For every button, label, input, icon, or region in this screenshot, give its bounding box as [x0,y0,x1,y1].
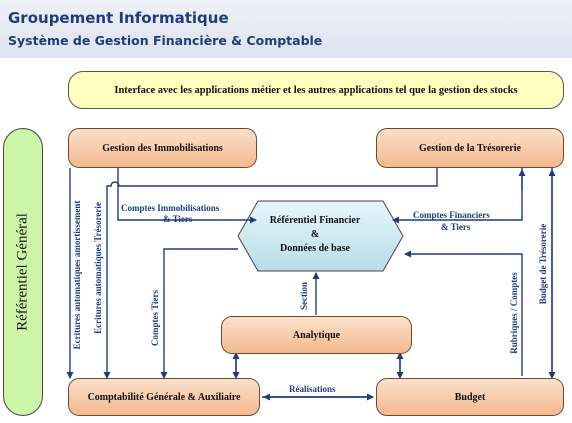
label-budget-tresorerie: Budget de Trésorerie [538,223,548,305]
node-comptabilite: Comptabilité Générale & Auxiliaire [68,378,260,416]
referentiel-general-panel: Référentiel Général [3,128,43,416]
referentiel-line-2: & [310,229,320,240]
node-gestion-tresorerie: Gestion de la Trésorerie [376,128,564,168]
label-comptes-financiers: Comptes Financiers [413,210,490,220]
node-gestion-immobilisations: Gestion des Immobilisations [68,128,257,168]
referentiel-financier-hexagon [237,200,404,272]
arrow-rubriques-comptes [404,250,523,376]
label-comptes-immobilisations: Comptes Immobilisations [121,203,220,213]
label-comptes-tiers: Comptes Tiers [150,290,160,346]
header-banner: Groupement Informatique Système de Gesti… [0,0,572,58]
app-title: Groupement Informatique [8,9,229,27]
label-section: Section [299,282,309,310]
referentiel-line-3: Données de base [279,243,350,254]
app-subtitle: Système de Gestion Financière & Comptabl… [8,33,323,48]
arrow-comptes-tiers [160,248,238,379]
label-ecritures-amortissement: Ecritures automatiques amortissement [72,200,82,350]
label-comptes-immobilisations-tiers: & Tiers [163,214,193,224]
node-analytique: Analytique [221,316,412,354]
label-rubriques-comptes: Rubriques / Comptes [509,272,519,354]
label-realisations: Réalisations [289,384,336,394]
node-budget: Budget [376,378,564,416]
arrow-comptes-immobilisations [117,168,257,224]
referentiel-line-1: Référentiel Financier [269,215,361,226]
label-ecritures-tresorerie: Ecritures automatiques Trésorerie [93,202,103,334]
label-comptes-financiers-tiers: & Tiers [441,222,471,232]
interface-box: Interface avec les applications métier e… [68,71,564,109]
arrow-ecritures-tresorerie [103,168,438,379]
referentiel-financier-label: Référentiel Financier & Données de base [240,214,390,256]
